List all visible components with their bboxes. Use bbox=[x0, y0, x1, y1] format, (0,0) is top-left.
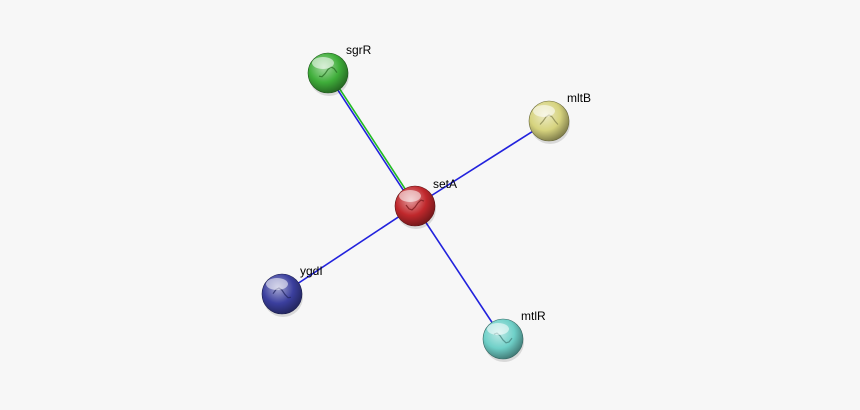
edge-setA-mltB[interactable] bbox=[414, 120, 550, 207]
protein-structure-icon bbox=[318, 66, 338, 78]
node-label-mltB: mltB bbox=[567, 91, 591, 105]
node-highlight bbox=[399, 190, 421, 202]
node-ygdI[interactable]: ygdI bbox=[261, 264, 323, 317]
node-setA[interactable]: setA bbox=[394, 177, 457, 229]
node-label-setA: setA bbox=[433, 177, 457, 191]
node-label-ygdI: ygdI bbox=[300, 264, 323, 278]
node-mltB[interactable]: mltB bbox=[528, 91, 591, 144]
node-mtlR[interactable]: mtlR bbox=[482, 309, 546, 362]
node-label-mtlR: mtlR bbox=[521, 309, 546, 323]
edge-setA-sgrR-2[interactable] bbox=[328, 71, 417, 206]
edge-setA-ygdI[interactable] bbox=[281, 205, 416, 295]
node-label-sgrR: sgrR bbox=[346, 43, 372, 57]
edge-setA-sgrR-1[interactable] bbox=[326, 73, 415, 208]
nodes-layer: setA sgrR mltB ygdI mtlR bbox=[261, 43, 591, 362]
edge-setA-mtlR[interactable] bbox=[414, 205, 504, 340]
node-highlight bbox=[266, 278, 288, 290]
node-highlight bbox=[487, 323, 509, 335]
protein-structure-icon bbox=[405, 199, 425, 211]
node-highlight bbox=[533, 105, 555, 117]
edges-layer bbox=[281, 71, 550, 340]
node-sgrR[interactable]: sgrR bbox=[307, 43, 372, 96]
node-highlight bbox=[312, 57, 334, 69]
